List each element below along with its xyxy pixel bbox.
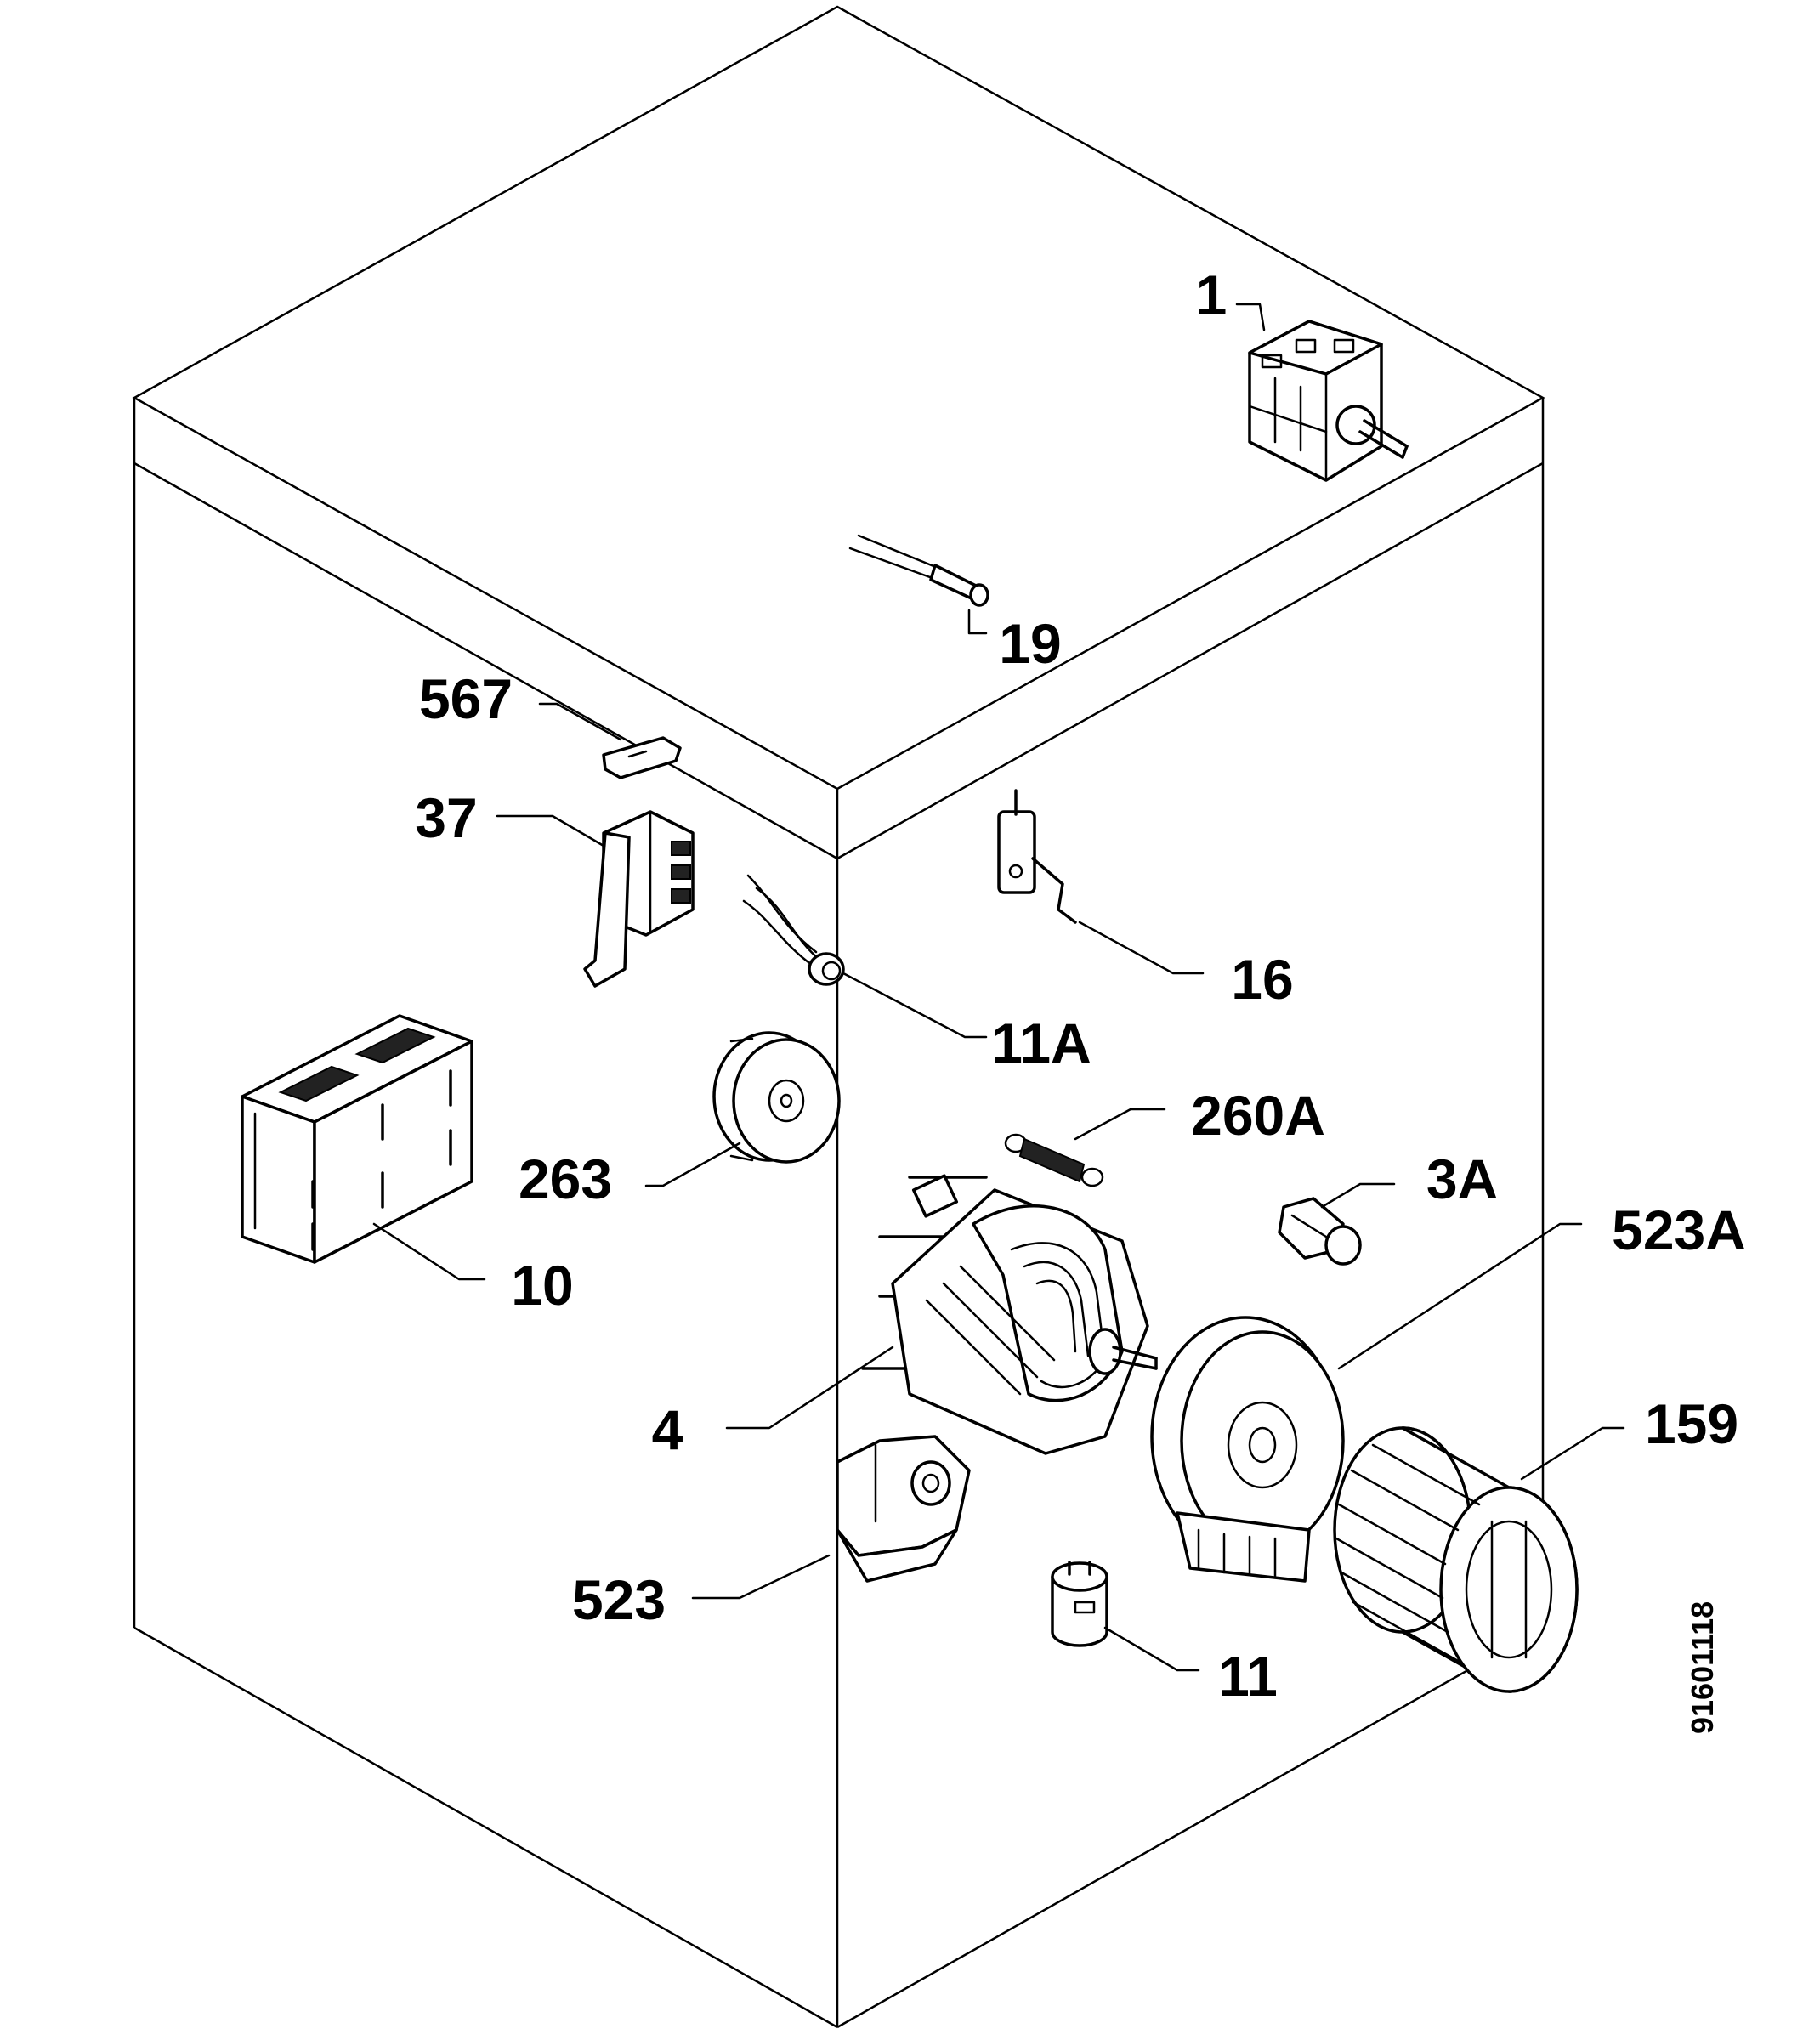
cabinet-outline bbox=[132, 5, 1545, 2029]
leader-260A bbox=[1074, 1108, 1166, 1141]
callout-37: 37 bbox=[415, 786, 477, 849]
leader-4 bbox=[725, 1346, 894, 1430]
leader-1 bbox=[1235, 303, 1266, 332]
part-260A-spring bbox=[1004, 1133, 1104, 1187]
callout-3A: 3A bbox=[1426, 1148, 1498, 1210]
leader-3A bbox=[1320, 1182, 1396, 1209]
part-1-selector-switch bbox=[1248, 320, 1409, 482]
part-19-thermostat-probe bbox=[848, 534, 989, 607]
part-11-capacitor bbox=[1051, 1561, 1108, 1647]
part-16-micro-switch bbox=[997, 789, 1077, 924]
leader-16 bbox=[1078, 921, 1205, 975]
part-523-motor-bracket bbox=[836, 1435, 971, 1583]
leader-523 bbox=[691, 1554, 831, 1600]
part-4-motor bbox=[861, 1174, 1158, 1455]
part-159-fan-impeller bbox=[1333, 1426, 1579, 1693]
leader-19 bbox=[967, 609, 988, 635]
callout-10: 10 bbox=[511, 1254, 573, 1317]
leader-11 bbox=[1103, 1626, 1200, 1672]
callout-263: 263 bbox=[519, 1148, 612, 1210]
callout-11: 11 bbox=[1218, 1645, 1278, 1708]
part-11A-suppressor bbox=[742, 874, 845, 986]
callout-11A: 11A bbox=[991, 1012, 1091, 1074]
part-567-clip bbox=[602, 736, 682, 779]
callout-1: 1 bbox=[1196, 264, 1228, 326]
callout-260A: 260A bbox=[1191, 1084, 1325, 1147]
leader-567 bbox=[538, 702, 622, 741]
leader-11A bbox=[842, 972, 988, 1039]
leader-523A bbox=[1337, 1222, 1583, 1370]
part-37-door-switch bbox=[583, 810, 695, 988]
document-id: 91601118 bbox=[1685, 1601, 1720, 1734]
part-523A-fan-housing bbox=[1150, 1316, 1345, 1583]
part-3A-sensor bbox=[1278, 1197, 1362, 1266]
callout-4: 4 bbox=[652, 1398, 683, 1461]
callout-523: 523 bbox=[572, 1568, 666, 1631]
callout-159: 159 bbox=[1645, 1392, 1738, 1455]
leader-37 bbox=[496, 814, 605, 847]
part-10-control-module bbox=[241, 1014, 473, 1264]
leader-159 bbox=[1520, 1426, 1625, 1481]
part-263-pulley bbox=[712, 1031, 841, 1164]
leader-10 bbox=[372, 1222, 486, 1281]
callout-19: 19 bbox=[999, 612, 1061, 675]
callout-567: 567 bbox=[419, 667, 513, 730]
callout-16: 16 bbox=[1231, 948, 1293, 1011]
leader-263 bbox=[644, 1142, 741, 1187]
callout-523A: 523A bbox=[1612, 1198, 1746, 1261]
